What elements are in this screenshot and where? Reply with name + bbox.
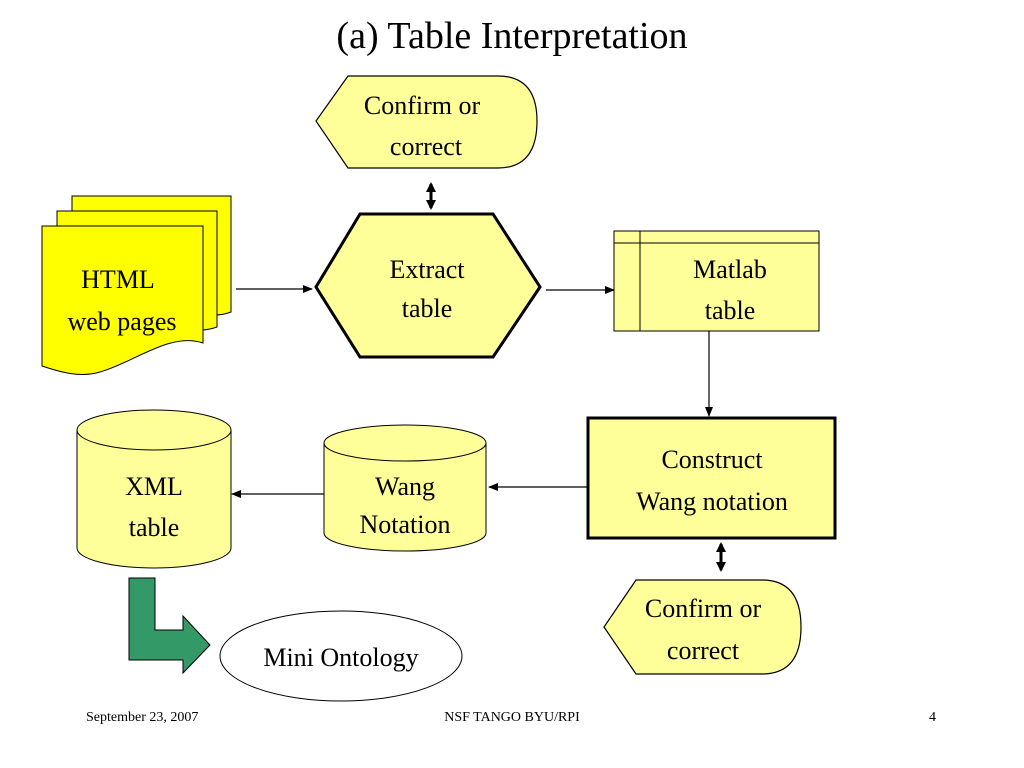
footer-date: September 23, 2007 bbox=[86, 710, 199, 725]
construct-wang-shape: Construct Wang notation bbox=[586, 416, 837, 540]
confirm-correct-top-shape: Confirm or correct bbox=[315, 75, 538, 169]
confirm-top-line1: Confirm or bbox=[364, 91, 481, 120]
construct-line1: Construct bbox=[661, 445, 763, 474]
html-web-pages-shape: HTML web pages bbox=[41, 195, 232, 375]
green-bent-arrow bbox=[128, 577, 211, 675]
wang-line1: Wang bbox=[375, 472, 435, 501]
footer-page-number: 4 bbox=[929, 710, 936, 725]
extract-table-shape: Extract table bbox=[314, 212, 542, 359]
html-line2: web pages bbox=[67, 307, 176, 336]
confirm-correct-bottom-shape: Confirm or correct bbox=[603, 579, 802, 675]
matlab-line2: table bbox=[705, 296, 756, 325]
xml-line2: table bbox=[129, 513, 180, 542]
extract-line2: table bbox=[402, 294, 453, 323]
construct-line2: Wang notation bbox=[636, 487, 788, 516]
xml-table-shape: XML table bbox=[76, 409, 232, 569]
confirm-bottom-line2: correct bbox=[667, 636, 740, 665]
matlab-table-shape: Matlab table bbox=[613, 230, 820, 332]
wang-notation-shape: Wang Notation bbox=[323, 424, 487, 552]
slide-title: (a) Table Interpretation bbox=[336, 15, 688, 57]
html-line1: HTML bbox=[81, 265, 155, 294]
extract-line1: Extract bbox=[389, 255, 465, 284]
confirm-top-line2: correct bbox=[390, 132, 463, 161]
footer-center-text: NSF TANGO BYU/RPI bbox=[444, 710, 580, 725]
wang-line2: Notation bbox=[360, 510, 451, 539]
confirm-bottom-line1: Confirm or bbox=[645, 594, 762, 623]
matlab-line1: Matlab bbox=[693, 255, 767, 284]
xml-line1: XML bbox=[125, 472, 183, 501]
mini-ontology-shape: Mini Ontology bbox=[219, 610, 463, 702]
ontology-label: Mini Ontology bbox=[263, 643, 418, 672]
